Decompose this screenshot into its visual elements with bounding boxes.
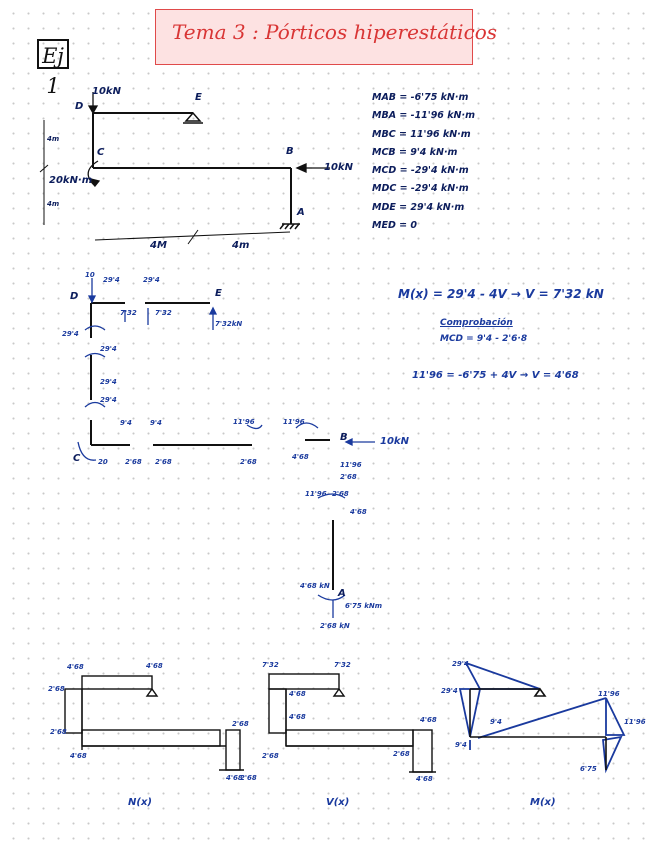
frame-supports [183, 111, 300, 230]
moments-list: MAB = -6'75 kN·m MBA = -11'96 kN·m MBC =… [372, 89, 475, 235]
fbd-label: 29'4 [103, 276, 120, 284]
moment-item: MBA = -11'96 kN·m [372, 110, 475, 122]
m-label: 9'4 [455, 741, 467, 749]
fbd-label: 11'96 [283, 418, 305, 426]
page-title: Tema 3 : Pórticos hiperestáticos [172, 20, 498, 44]
v-diagram [268, 673, 436, 773]
m-caption: M(x) [530, 797, 556, 808]
node-a: A [297, 207, 305, 218]
fbd-label: 6'75 kNm [345, 602, 382, 610]
fbd-label: 2'68 [332, 490, 349, 498]
moment-item: MAB = -6'75 kN·m [372, 92, 469, 103]
moment-label: 20kN·m [49, 175, 93, 186]
v-label: 7'32 [334, 661, 351, 669]
fbd-label: 10kN [380, 436, 409, 447]
fbd-label: 11'96 [305, 490, 327, 498]
fbd-label: 29'4 [100, 396, 117, 404]
fbd-label: 4'68 [350, 508, 367, 516]
n-diagram [64, 675, 244, 771]
fbd-label: 7'32 [120, 309, 137, 317]
n-caption: N(x) [128, 797, 152, 808]
fbd-label: 20 [98, 458, 108, 466]
moment-item: MED = 0 [372, 220, 418, 232]
fbd-label: 9'4 [120, 419, 132, 427]
n-label: 4'68 [226, 774, 243, 782]
n-label: 2'68 [232, 720, 249, 728]
fbd-label: 7'32kN [215, 320, 243, 328]
exercise-label: Ej 1 [37, 39, 69, 98]
v-label: 2'68 [393, 750, 410, 758]
node-b: B [286, 146, 294, 157]
dim-span1: 4M [150, 240, 167, 251]
fbd-node-a: A [338, 588, 346, 599]
load-label-top: 10kN [92, 86, 121, 97]
fbd-arrows [77, 278, 375, 618]
equation-1: M(x) = 29'4 - 4V → V = 7'32 kN [398, 287, 604, 301]
fbd-label: 29'4 [62, 330, 79, 338]
dimension-lines [39, 120, 291, 245]
m-label: 6'75 [580, 765, 597, 773]
moment-item: MBC = 11'96 kN·m [372, 128, 471, 140]
m-label: 11'96 [598, 690, 620, 698]
m-diagram [458, 661, 626, 774]
node-e: E [195, 92, 202, 103]
node-c: C [97, 147, 105, 158]
v-label: 2'68 [262, 752, 279, 760]
frame-loads [87, 92, 330, 188]
fbd-label: 29'4 [100, 345, 117, 353]
m-diagram-frame [469, 687, 607, 770]
dim-h2: 4m [47, 200, 60, 208]
comprobacion-eq: MCD = 9'4 - 2'6·8 [440, 334, 528, 344]
node-d: D [75, 101, 84, 112]
fbd-label: 10 [85, 271, 95, 279]
fbd-label: 4'68 kN [300, 582, 330, 590]
moment-item: MDE = 29'4 kN·m [372, 201, 465, 213]
fbd-label: 4'68 [292, 453, 309, 461]
fbd-label: 9'4 [150, 419, 162, 427]
n-label: 4'68 [67, 663, 84, 671]
v-label: 4'68 [416, 775, 433, 783]
moment-item: MCD = -29'4 kN·m [372, 165, 469, 177]
n-label: 4'68 [146, 662, 163, 670]
v-label: 4'68 [289, 690, 306, 698]
dim-h1: 4m [47, 135, 60, 143]
title-box [155, 9, 473, 65]
fbd-label: 2'68 [340, 473, 357, 481]
n-label: 2'68 [240, 774, 257, 782]
moment-item: MDC = -29'4 kN·m [372, 183, 469, 195]
fbd-node-e: E [215, 288, 222, 299]
fbd-label: 11'96 [233, 418, 255, 426]
v-caption: V(x) [326, 797, 350, 808]
m-label: 9'4 [490, 718, 502, 726]
fbd-lines [90, 302, 334, 590]
fbd-label: 29'4 [100, 378, 117, 386]
fbd-node-b: B [340, 432, 348, 443]
n-label: 4'68 [70, 752, 87, 760]
moment-item: MCB = 9'4 kN·m [372, 146, 458, 158]
fbd-label: 2'68 kN [320, 622, 350, 630]
fbd-label: 2'68 [125, 458, 142, 466]
fbd-label: 7'32 [155, 309, 172, 317]
m-label: 29'4 [452, 660, 469, 668]
frame-structure [92, 112, 292, 224]
fbd-node-d: D [70, 291, 79, 302]
v-label: 7'32 [262, 661, 279, 669]
n-label: 2'68 [48, 685, 65, 693]
load-label-right: 10kN [324, 162, 353, 173]
v-label: 4'68 [420, 716, 437, 724]
dim-span2: 4m [232, 240, 250, 251]
fbd-label: 29'4 [143, 276, 160, 284]
m-label: 29'4 [441, 687, 458, 695]
v-label: 4'68 [289, 713, 306, 721]
fbd-label: 2'68 [240, 458, 257, 466]
comprobacion-label: Comprobación [440, 318, 513, 328]
n-label: 2'68 [50, 728, 67, 736]
equation-2: 11'96 = -6'75 + 4V → V = 4'68 [412, 370, 579, 381]
fbd-label: 2'68 [155, 458, 172, 466]
fbd-node-c: C [73, 453, 81, 464]
fbd-label: 11'96 [340, 461, 362, 469]
m-label: 11'96 [624, 718, 646, 726]
